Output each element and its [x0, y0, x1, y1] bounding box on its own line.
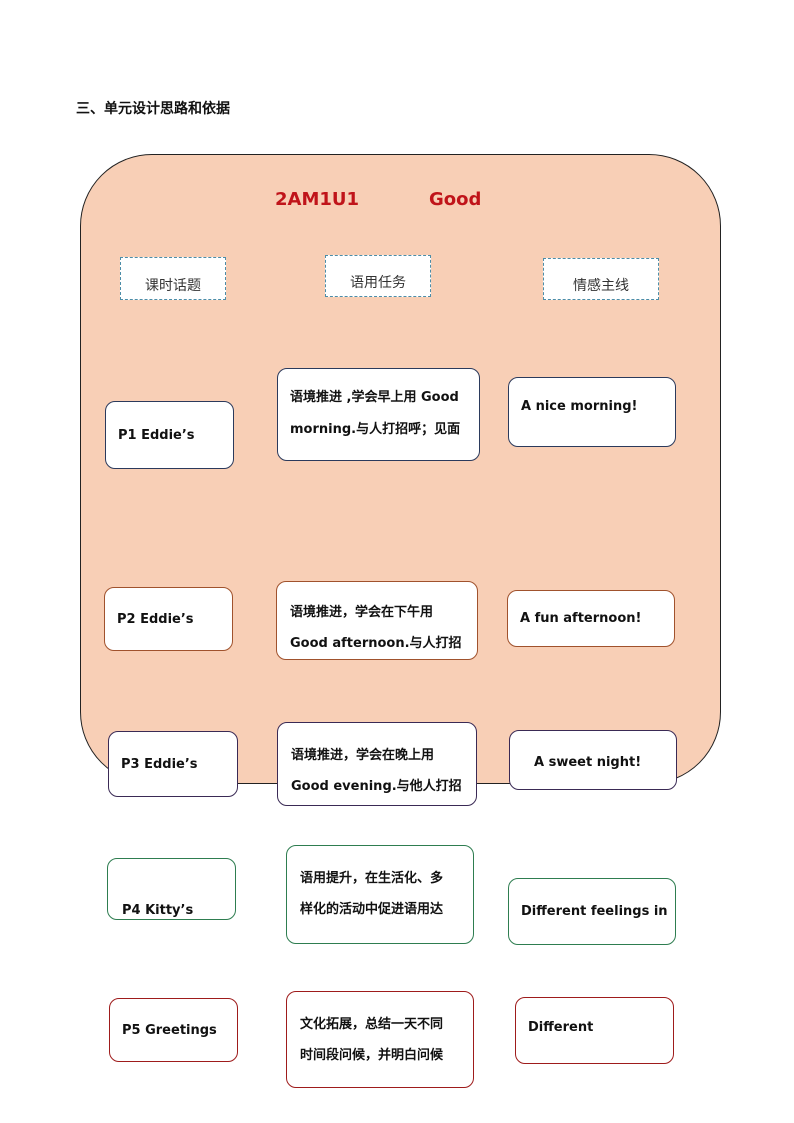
- task-line: 语境推进，学会在下午用: [290, 605, 434, 620]
- emotion-box-p1: A nice morning!: [508, 377, 676, 447]
- task-box-p2: 语境推进，学会在下午用 Good afternoon.与人打招: [276, 581, 478, 660]
- emotion-label: A nice morning!: [521, 399, 638, 414]
- header-task: 语用任务: [325, 255, 431, 297]
- topic-box-p4: P4 Kitty’s: [107, 858, 236, 920]
- task-line: 文化拓展，总结一天不同: [300, 1017, 444, 1032]
- task-box-p3: 语境推进，学会在晚上用 Good evening.与他人打招: [277, 722, 477, 806]
- emotion-label: Different: [528, 1020, 594, 1035]
- topic-label: P3 Eddie’s: [121, 756, 198, 772]
- emotion-label: Different feelings in: [521, 904, 668, 919]
- topic-box-p1: P1 Eddie’s: [105, 401, 234, 469]
- emotion-box-p2: A fun afternoon!: [507, 590, 675, 647]
- task-line: 语用提升，在生活化、多: [300, 871, 444, 886]
- task-box-p5: 文化拓展，总结一天不同 时间段问候，并明白问候: [286, 991, 474, 1088]
- task-line: Good evening.与他人打招: [291, 779, 462, 794]
- section-heading: 三、单元设计思路和依据: [76, 101, 230, 117]
- topic-label: P1 Eddie’s: [118, 427, 195, 443]
- emotion-label: A fun afternoon!: [520, 611, 642, 626]
- task-box-p4: 语用提升，在生活化、多 样化的活动中促进语用达: [286, 845, 474, 944]
- task-line: Good afternoon.与人打招: [290, 636, 462, 651]
- header-emotion: 情感主线: [543, 258, 659, 300]
- task-line: 样化的活动中促进语用达: [300, 902, 444, 917]
- diagram-panel: [80, 154, 721, 784]
- topic-box-p5: P5 Greetings: [109, 998, 238, 1062]
- emotion-label: A sweet night!: [534, 755, 642, 770]
- topic-box-p3: P3 Eddie’s: [108, 731, 238, 797]
- diagram-title-code: 2AM1U1: [275, 189, 360, 210]
- topic-label: P5 Greetings: [122, 1022, 217, 1038]
- task-box-p1: 语境推进 ,学会早上用 Good morning.与人打招呼；见面: [277, 368, 480, 461]
- topic-box-p2: P2 Eddie’s: [104, 587, 233, 651]
- topic-label: P4 Kitty’s: [122, 903, 194, 918]
- emotion-box-p5: Different: [515, 997, 674, 1064]
- emotion-box-p3: A sweet night!: [509, 730, 677, 790]
- task-line: morning.与人打招呼；见面: [290, 422, 461, 437]
- task-line: 语境推进，学会在晚上用: [291, 748, 435, 763]
- diagram-title-word: Good: [429, 189, 482, 210]
- task-line: 语境推进 ,学会早上用 Good: [290, 390, 459, 405]
- emotion-box-p4: Different feelings in: [508, 878, 676, 945]
- task-line: 时间段问候，并明白问候: [300, 1048, 444, 1063]
- header-topic: 课时话题: [120, 257, 226, 300]
- topic-label: P2 Eddie’s: [117, 611, 194, 627]
